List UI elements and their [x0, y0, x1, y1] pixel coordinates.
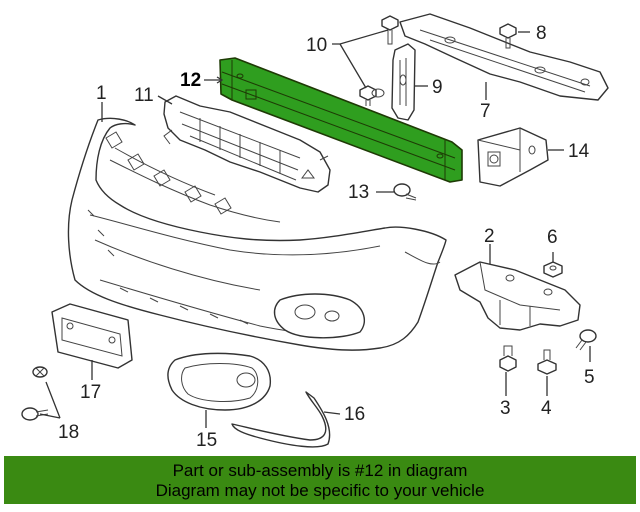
callouts: 1 2 3 4 5 6 7 8 9 10 11 12 13 14 15 16 1… [58, 23, 595, 451]
bolt-5[interactable] [575, 329, 597, 351]
impact-bar[interactable] [219, 57, 463, 183]
nut-6[interactable] [543, 261, 563, 278]
bolt-10-upper[interactable] [381, 15, 399, 45]
callout-17: 17 [80, 382, 101, 403]
callout-4: 4 [541, 398, 552, 419]
fog-lamp-bezel[interactable] [167, 352, 272, 411]
screw-18-lower[interactable] [21, 407, 49, 421]
energy-absorber[interactable] [163, 95, 331, 193]
callout-1: 1 [96, 83, 107, 104]
callout-16: 16 [344, 404, 365, 425]
license-bracket[interactable] [51, 303, 133, 369]
bolt-13[interactable] [393, 183, 417, 201]
callout-7: 7 [480, 101, 491, 122]
callout-18: 18 [58, 422, 79, 443]
bracket-9[interactable] [391, 43, 416, 121]
callout-3: 3 [500, 398, 511, 419]
callout-2: 2 [484, 226, 495, 247]
screw-18-upper[interactable] [32, 366, 48, 378]
bumper-fascia[interactable] [67, 117, 447, 351]
callout-12: 12 [180, 70, 201, 91]
callout-14: 14 [568, 141, 590, 162]
info-banner: Part or sub-assembly is #12 in diagram D… [4, 456, 636, 504]
banner-line-disclaimer: Diagram may not be specific to your vehi… [155, 481, 485, 500]
bolt-8[interactable] [499, 23, 517, 49]
callout-11: 11 [134, 85, 154, 106]
lower-bracket[interactable] [454, 261, 581, 331]
upper-support[interactable] [399, 13, 609, 101]
callout-9: 9 [432, 77, 443, 98]
bolt-3[interactable] [499, 345, 517, 372]
bolt-10-lower[interactable] [359, 85, 385, 106]
bolt-4[interactable] [537, 349, 557, 375]
callout-13: 13 [348, 182, 369, 203]
callout-6: 6 [547, 227, 558, 248]
banner-line-part: Part or sub-assembly is #12 in diagram [172, 461, 468, 480]
callout-5: 5 [584, 367, 595, 388]
bracket-14[interactable] [477, 127, 549, 187]
callout-15: 15 [196, 430, 217, 451]
callout-8: 8 [536, 23, 547, 44]
callout-10: 10 [306, 35, 327, 56]
molding-16[interactable] [231, 391, 331, 448]
leader-lines [39, 29, 591, 428]
